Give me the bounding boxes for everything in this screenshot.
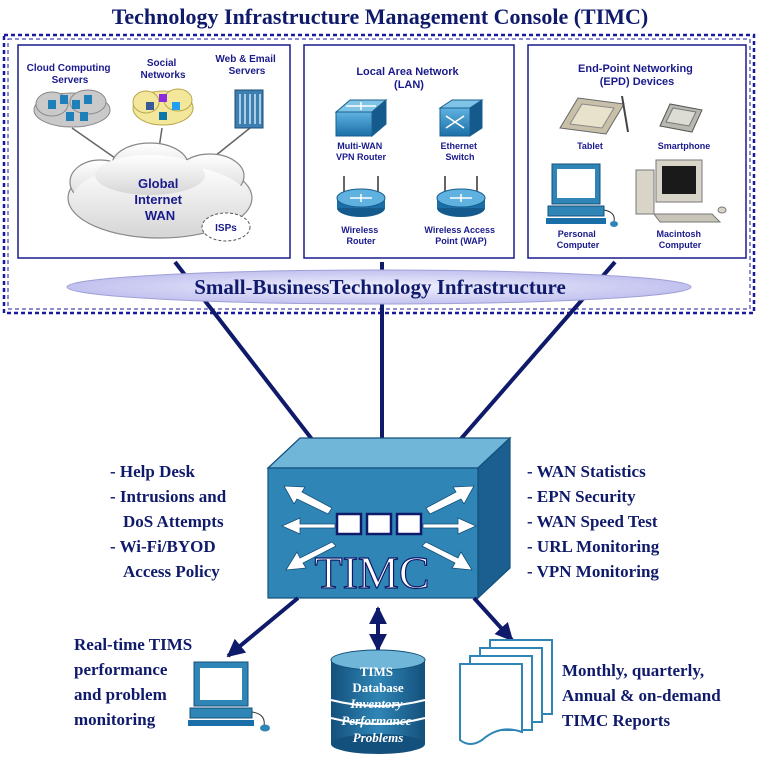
vpn-router-label-1: Multi-WAN bbox=[337, 141, 382, 151]
svg-text:- Help Desk - Intrusions a: - Help Desk - Intrusions and DoS Attempt… bbox=[110, 462, 230, 581]
svg-text:TIMS Database: TIMS Database bbox=[352, 664, 404, 695]
web-email-label-1: Web & Email bbox=[215, 54, 276, 65]
svg-text:Monthly, quarterly, Annual: Monthly, quarterly, Annual & on-demand T… bbox=[562, 661, 725, 730]
svg-text:Macintosh Computer: Macintosh Computer bbox=[656, 229, 703, 250]
database-item-performance: Performance bbox=[341, 713, 411, 728]
ethernet-switch-label-1: Ethernet bbox=[440, 141, 477, 151]
infrastructure-frame bbox=[2, 33, 756, 315]
personal-computer-icon bbox=[546, 163, 618, 227]
smartphone-icon bbox=[659, 103, 703, 133]
left-list-item-1: - Help Desk bbox=[110, 462, 196, 481]
left-list-item-4: - Wi-Fi/BYOD bbox=[110, 537, 216, 556]
macintosh-computer-icon bbox=[635, 159, 727, 223]
wireless-access-point-icon bbox=[436, 176, 486, 217]
left-list-item-2: - Intrusions and bbox=[110, 487, 227, 506]
wan-panel: Cloud Computing Servers Social Networks bbox=[17, 44, 291, 259]
monitoring-label-4: monitoring bbox=[74, 710, 156, 729]
infrastructure-banner-label: Small-BusinessTechnology Infrastructure bbox=[194, 275, 566, 299]
monitoring-label-3: and problem bbox=[74, 685, 167, 704]
right-list-item-1: - WAN Statistics bbox=[527, 462, 646, 481]
pc-label-2: Computer bbox=[557, 240, 600, 250]
web-email-servers-icon bbox=[234, 89, 264, 129]
right-list-item-3: - WAN Speed Test bbox=[527, 512, 658, 531]
svg-text:Wireless Access Point (W: Wireless Access Point (WAP) bbox=[424, 225, 497, 246]
reports-stack-icon bbox=[459, 639, 553, 745]
svg-text:Global Internet WA: Global Internet WAN bbox=[134, 176, 185, 223]
wireless-router-icon bbox=[336, 176, 386, 217]
lan-title-1: Local Area Network bbox=[356, 66, 459, 78]
global-internet-label-2: Internet bbox=[134, 192, 182, 207]
right-list-item-2: - EPN Security bbox=[527, 487, 636, 506]
cloud-servers-label-1: Cloud Computing bbox=[27, 63, 111, 74]
svg-text:Multi-WAN VPN Router: Multi-WAN VPN Router bbox=[336, 141, 387, 162]
reports-label-3: TIMC Reports bbox=[562, 711, 671, 730]
database-title-1: TIMS bbox=[360, 664, 393, 679]
cloud-servers-icon bbox=[33, 89, 111, 128]
svg-text:Cloud Computing Servers: Cloud Computing Servers bbox=[27, 63, 114, 86]
right-list-item-5: - VPN Monitoring bbox=[527, 562, 659, 581]
global-internet-cloud-icon bbox=[67, 142, 253, 239]
social-networks-icon bbox=[132, 88, 194, 126]
monitoring-computer-icon bbox=[188, 661, 270, 732]
pc-label-1: Personal bbox=[558, 229, 596, 239]
ethernet-switch-icon bbox=[438, 99, 484, 137]
tablet-icon bbox=[559, 95, 629, 135]
cloud-servers-label-2: Servers bbox=[52, 75, 89, 86]
vpn-router-icon bbox=[334, 98, 388, 138]
global-internet-label-1: Global bbox=[138, 176, 178, 191]
svg-text:Local Area Network (LAN): Local Area Network (LAN) bbox=[356, 66, 461, 91]
ethernet-switch-label-2: Switch bbox=[445, 152, 474, 162]
right-list-item-4: - URL Monitoring bbox=[527, 537, 660, 556]
global-internet-label-3: WAN bbox=[145, 208, 175, 223]
svg-text:Real-time TIMS performance: Real-time TIMS performance and problem m… bbox=[74, 635, 196, 729]
reports-label-1: Monthly, quarterly, bbox=[562, 661, 704, 680]
wap-label-1: Wireless Access bbox=[424, 225, 495, 235]
svg-text:Inventory Performance: Inventory Performance Problems bbox=[341, 696, 414, 745]
database-item-inventory: Inventory bbox=[349, 696, 402, 711]
svg-text:End-Point Networking (EP: End-Point Networking (EPD) Devices bbox=[578, 63, 696, 88]
link-console-reports bbox=[472, 596, 514, 642]
svg-text:Personal Computer: Personal Computer bbox=[557, 229, 600, 250]
link-console-monitoring bbox=[226, 596, 300, 658]
infrastructure-frame-inner bbox=[7, 38, 751, 310]
social-networks-label-2: Networks bbox=[140, 70, 185, 81]
web-email-label-2: Servers bbox=[229, 66, 266, 77]
epd-panel: End-Point Networking (EPD) Devices Table… bbox=[527, 44, 747, 259]
reports-label-2: Annual & on-demand bbox=[562, 686, 721, 705]
svg-text:- WAN Statistics - EPN Sec: - WAN Statistics - EPN Security - WAN Sp… bbox=[527, 462, 663, 581]
wireless-router-label-2: Router bbox=[347, 236, 376, 246]
database-title-2: Database bbox=[352, 680, 404, 695]
monitoring-label-1: Real-time TIMS bbox=[74, 635, 192, 654]
social-networks-label-1: Social bbox=[147, 58, 177, 69]
isps-bubble bbox=[201, 212, 251, 242]
epd-title-2: (EPD) Devices bbox=[600, 76, 675, 88]
wireless-router-label-1: Wireless bbox=[341, 225, 378, 235]
database-item-problems: Problems bbox=[353, 730, 404, 745]
svg-text:Social Networks: Social Networks bbox=[140, 58, 185, 81]
timc-console-icon bbox=[266, 436, 512, 600]
left-list-item-3: DoS Attempts bbox=[123, 512, 224, 531]
isps-label: ISPs bbox=[215, 223, 237, 234]
lan-panel: Local Area Network (LAN) Multi-WAN VPN R… bbox=[303, 44, 515, 259]
left-list-item-5: Access Policy bbox=[123, 562, 220, 581]
tablet-label: Tablet bbox=[577, 141, 603, 151]
mac-label-2: Computer bbox=[659, 240, 702, 250]
epd-title-1: End-Point Networking bbox=[578, 63, 693, 75]
vpn-router-label-2: VPN Router bbox=[336, 152, 387, 162]
monitoring-label-2: performance bbox=[74, 660, 168, 679]
page-title: Technology Infrastructure Management Con… bbox=[112, 4, 649, 29]
svg-text:Web & Email Servers: Web & Email Servers bbox=[215, 54, 278, 77]
tims-database-icon bbox=[330, 649, 426, 754]
wap-label-2: Point (WAP) bbox=[435, 236, 487, 246]
smartphone-label: Smartphone bbox=[658, 141, 711, 151]
mac-label-1: Macintosh bbox=[656, 229, 701, 239]
timc-console-label: TIMC bbox=[315, 547, 430, 598]
svg-text:Ethernet Switch: Ethernet Switch bbox=[440, 141, 479, 162]
lan-title-2: (LAN) bbox=[394, 79, 424, 91]
infrastructure-banner bbox=[66, 269, 692, 305]
svg-text:Wireless Router: Wireless Router bbox=[341, 225, 380, 246]
